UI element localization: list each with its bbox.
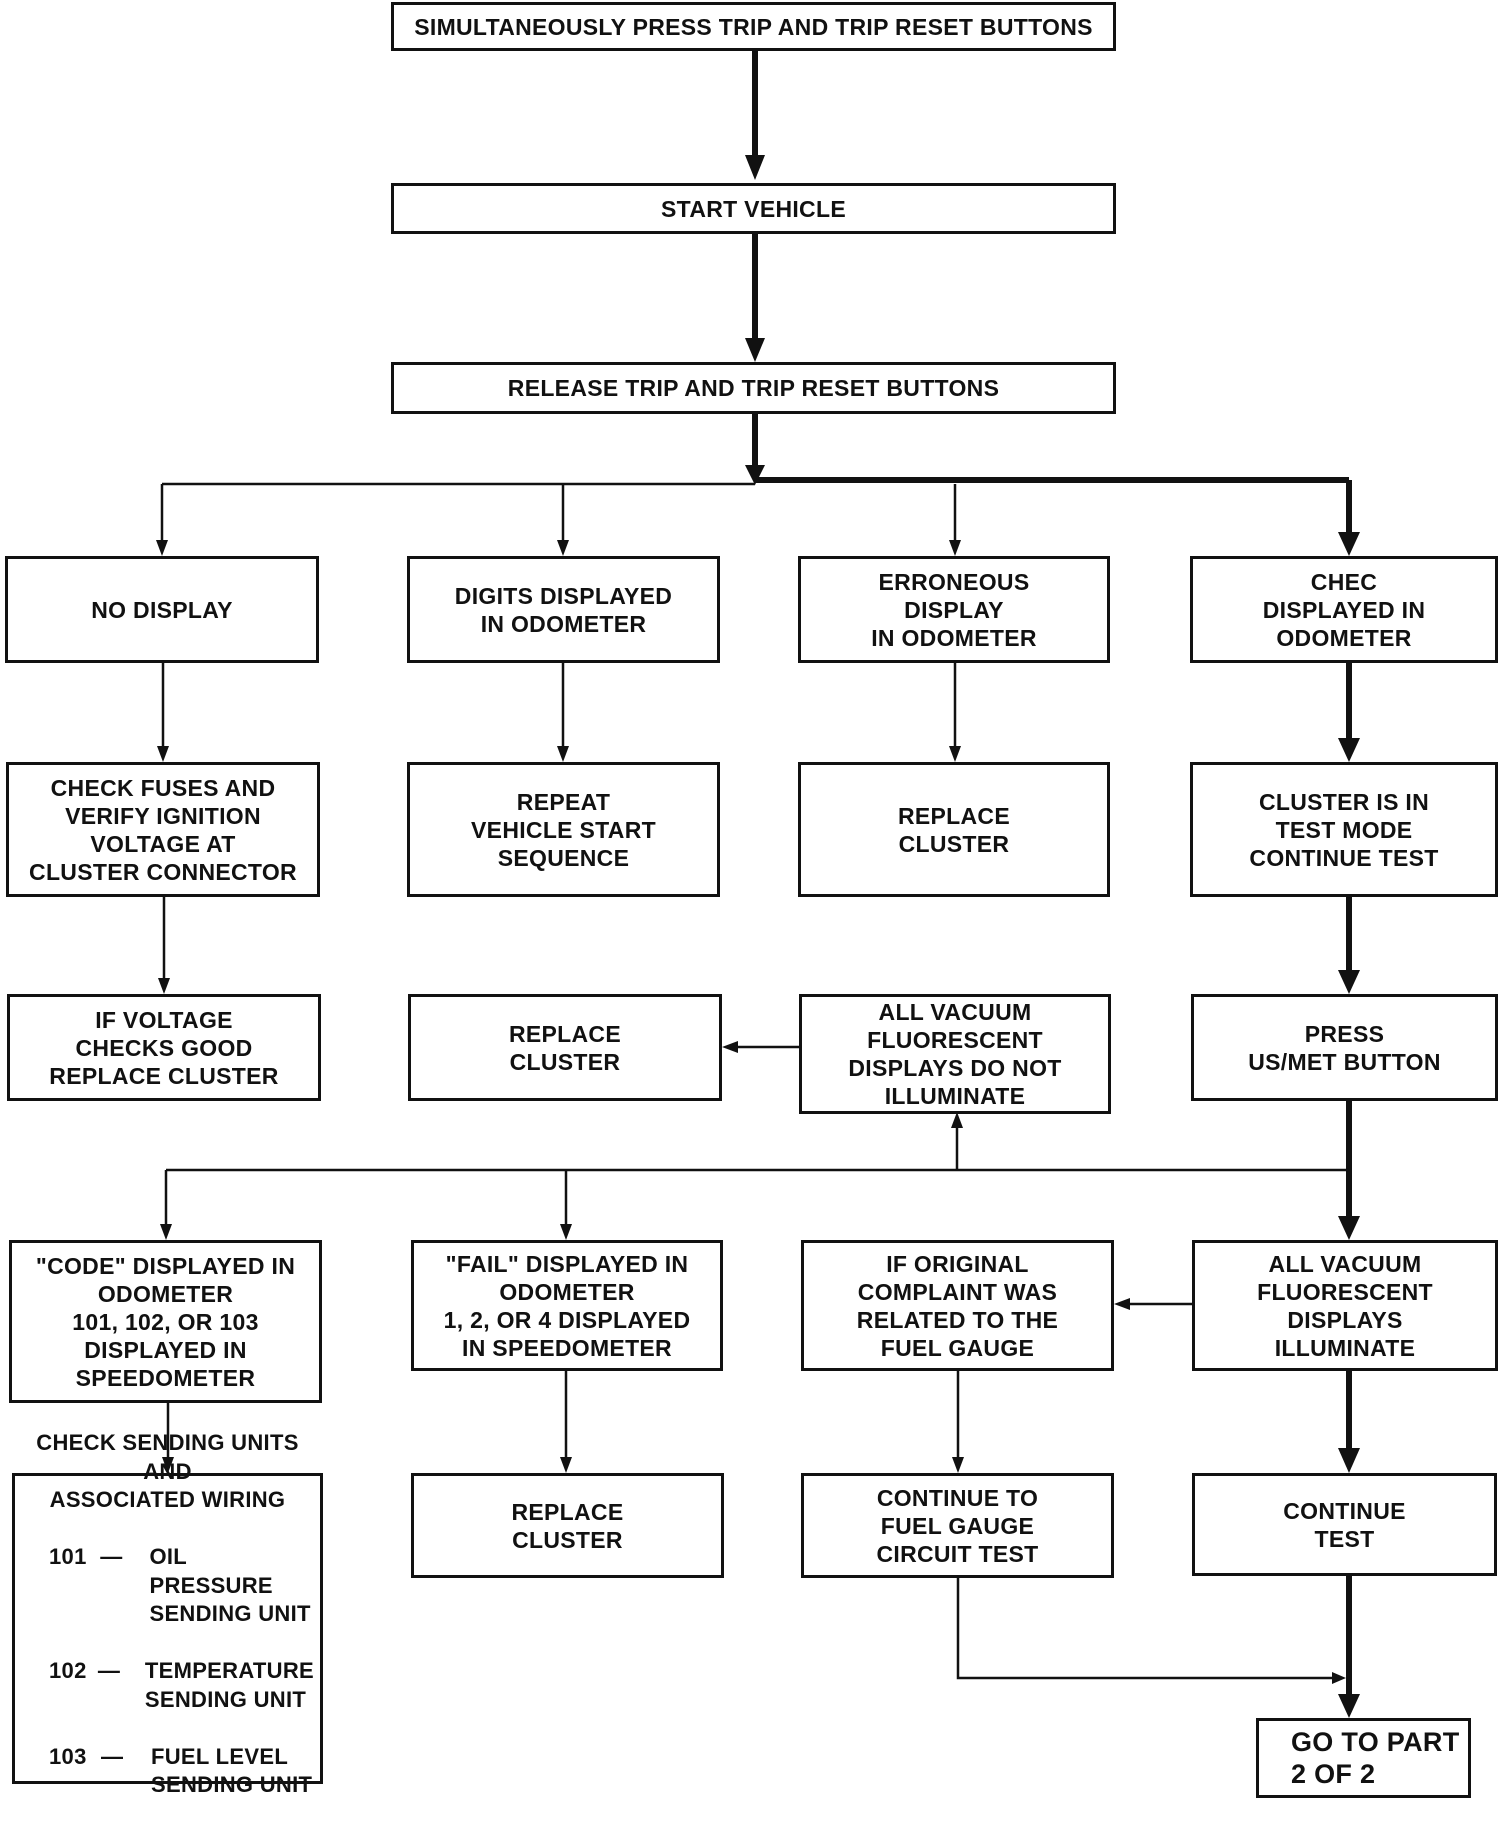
sending-unit-code: 102 [49, 1657, 98, 1714]
step-replace-cluster-fail: REPLACE CLUSTER [411, 1473, 724, 1578]
step-replace-cluster-vfd: REPLACE CLUSTER [408, 994, 722, 1101]
arrowhead [951, 1112, 963, 1128]
arrowhead [1338, 1448, 1360, 1473]
step-cluster-test-mode: CLUSTER IS IN TEST MODE CONTINUE TEST [1190, 762, 1498, 897]
arrowhead [1332, 1672, 1346, 1684]
step-release-buttons: RELEASE TRIP AND TRIP RESET BUTTONS [391, 362, 1116, 414]
outcome-vfd-illuminate: ALL VACUUM FLUORESCENT DISPLAYS ILLUMINA… [1192, 1240, 1498, 1371]
sending-unit-item: 102 — TEMPERATURE SENDING UNIT [49, 1657, 314, 1714]
outcome-chec-displayed: CHEC DISPLAYED IN ODOMETER [1190, 556, 1498, 663]
arrowhead [1338, 970, 1360, 994]
arrowhead [949, 540, 961, 556]
sending-unit-item: 103 — FUEL LEVEL SENDING UNIT [49, 1743, 314, 1800]
step-press-us-met: PRESS US/MET BUTTON [1191, 994, 1498, 1101]
sending-unit-item: 101 — OIL PRESSURE SENDING UNIT [49, 1543, 314, 1629]
outcome-no-display: NO DISPLAY [5, 556, 319, 663]
sending-units-list: 101 — OIL PRESSURE SENDING UNIT 102 — TE… [21, 1515, 314, 1828]
step-if-voltage-good: IF VOLTAGE CHECKS GOOD REPLACE CLUSTER [7, 994, 321, 1101]
arrowhead [1338, 738, 1360, 762]
arrowhead [722, 1041, 738, 1053]
sending-unit-label: TEMPERATURE SENDING UNIT [145, 1657, 314, 1714]
step-press-trip-buttons: SIMULTANEOUSLY PRESS TRIP AND TRIP RESET… [391, 2, 1116, 51]
outcome-fail-displayed: "FAIL" DISPLAYED IN ODOMETER 1, 2, OR 4 … [411, 1240, 723, 1371]
step-go-to-part-2: GO TO PART 2 OF 2 [1256, 1718, 1471, 1798]
arrowhead [952, 1457, 964, 1473]
arrowhead [557, 540, 569, 556]
sending-unit-code: 101 [49, 1543, 100, 1629]
step-fuel-gauge-circuit-test: CONTINUE TO FUEL GAUGE CIRCUIT TEST [801, 1473, 1114, 1578]
sending-unit-dash: — [100, 1543, 149, 1629]
arrowhead [557, 746, 569, 762]
step-continue-test: CONTINUE TEST [1192, 1473, 1497, 1576]
step-check-sending-units: CHECK SENDING UNITS AND ASSOCIATED WIRIN… [12, 1473, 323, 1784]
sending-unit-dash: — [101, 1743, 151, 1800]
outcome-erroneous-display: ERRONEOUS DISPLAY IN ODOMETER [798, 556, 1110, 663]
sending-unit-label: FUEL LEVEL SENDING UNIT [151, 1743, 312, 1800]
arrowhead [745, 338, 765, 362]
arrowhead [160, 1224, 172, 1240]
arrowhead [1114, 1298, 1130, 1310]
arrowhead [745, 155, 765, 180]
outcome-code-displayed: "CODE" DISPLAYED IN ODOMETER 101, 102, O… [9, 1240, 322, 1403]
arrowhead [158, 978, 170, 994]
sending-unit-label: OIL PRESSURE SENDING UNIT [149, 1543, 314, 1629]
sending-unit-code: 103 [49, 1743, 101, 1800]
sending-units-heading: CHECK SENDING UNITS AND ASSOCIATED WIRIN… [36, 1429, 298, 1515]
arrowhead [560, 1457, 572, 1473]
step-start-vehicle: START VEHICLE [391, 183, 1116, 234]
step-check-fuses: CHECK FUSES AND VERIFY IGNITION VOLTAGE … [6, 762, 320, 897]
outcome-vfd-not-illuminate: ALL VACUUM FLUORESCENT DISPLAYS DO NOT I… [799, 994, 1111, 1114]
arrowhead [1338, 532, 1360, 556]
arrowhead [1338, 1694, 1360, 1718]
arrowhead [157, 746, 169, 762]
arrowhead [560, 1224, 572, 1240]
arrowhead [156, 540, 168, 556]
sending-unit-dash: — [98, 1657, 145, 1714]
outcome-digits-displayed: DIGITS DISPLAYED IN ODOMETER [407, 556, 720, 663]
step-replace-cluster-erroneous: REPLACE CLUSTER [798, 762, 1110, 897]
connector-fuel-to-part [958, 1577, 1338, 1678]
arrowhead [1338, 1216, 1360, 1240]
step-repeat-start-sequence: REPEAT VEHICLE START SEQUENCE [407, 762, 720, 897]
arrowhead [949, 746, 961, 762]
step-if-original-complaint: IF ORIGINAL COMPLAINT WAS RELATED TO THE… [801, 1240, 1114, 1371]
